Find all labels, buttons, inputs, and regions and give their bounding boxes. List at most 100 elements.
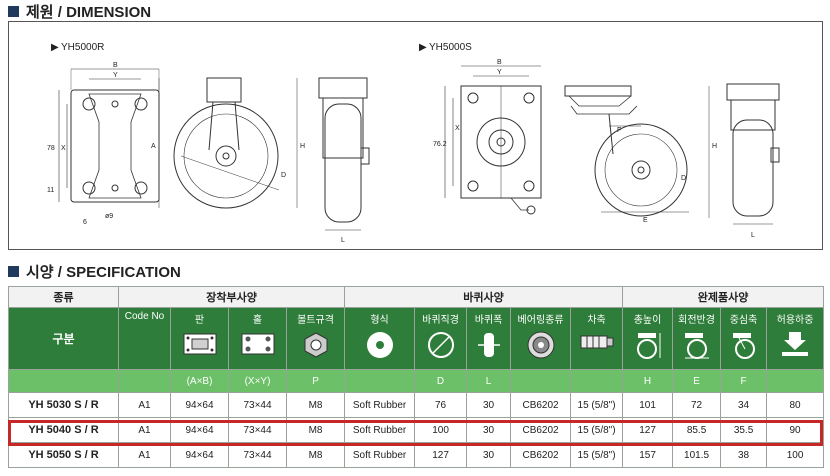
dim-label-a-left: A [151, 143, 156, 150]
symbol-empty-3 [344, 369, 416, 393]
cell-model: YH 5040 S / R [8, 417, 119, 443]
left-model-label: YH5000R [61, 42, 104, 53]
left-plate-view [58, 68, 160, 203]
header-wheel-dia-label: 바퀴직경 [422, 315, 459, 326]
dim-label-d-right: D [681, 175, 686, 182]
header-form: 형식 [344, 307, 416, 370]
right-wheel-front-view [726, 83, 780, 225]
header-plate-label: 판 [194, 315, 205, 326]
left-model-marker: ▶ [51, 42, 59, 53]
dimension-drawings: ▶ YH5000R ▶ YH5000S B Y 78 X 11 6 [47, 42, 780, 244]
header-code-no: Code No [118, 307, 171, 370]
cell-axle: 15 (5/8") [570, 417, 624, 443]
dimension-section-title: 제원 / DIMENSION [8, 1, 151, 22]
header-turn-radius-label: 회전반경 [678, 315, 715, 326]
dim-label-y-left: Y [113, 72, 118, 79]
dim-label-l-right: L [751, 232, 755, 239]
cell-plate: 94×64 [170, 417, 229, 443]
offset-icon [732, 333, 755, 359]
wheel-form-icon [366, 332, 393, 358]
header-plate: 판 [170, 307, 229, 370]
section-bullet-icon [8, 266, 19, 277]
dim-label-l-left: L [341, 237, 345, 244]
cell-load: 80 [766, 392, 825, 418]
dim-label-h-left: H [300, 143, 305, 150]
specification-table-wrap: 종류 장착부사양 바퀴사양 완제품사양 구분 Code No 판 홀 볼트규격 … [8, 286, 825, 472]
wheel-width-icon [477, 333, 500, 357]
cell-radius: 101.5 [672, 442, 722, 468]
cell-code: A1 [118, 392, 171, 418]
symbol-empty-2 [118, 369, 171, 393]
header-offset-label: 중심축 [729, 315, 758, 326]
dim-label-78: 78 [47, 145, 55, 152]
right-model-label: YH5000S [429, 42, 472, 53]
cell-offset: 35.5 [720, 417, 768, 443]
header-height: 총높이 [622, 307, 674, 370]
wheel-diameter-icon [427, 332, 454, 358]
header-bearing: 베어링종류 [510, 307, 572, 370]
header-load: 허용하중 [766, 307, 825, 370]
dim-label-e-right: E [643, 217, 648, 224]
dim-label-x-left: X [61, 145, 66, 152]
cell-bolt: M8 [285, 417, 346, 443]
cell-model: YH 5030 S / R [8, 392, 119, 418]
group-product: 완제품사양 [622, 286, 825, 308]
table-row: YH 5030 S / R A1 94×64 73×44 M8 Soft Rub… [8, 392, 825, 418]
right-model-marker: ▶ [419, 42, 427, 53]
symbol-turn-radius: E [672, 369, 722, 393]
symbol-plate: (A×B) [170, 369, 229, 393]
symbol-wheel-dia: D [414, 369, 468, 393]
dim-label-76: 76.2 [433, 141, 447, 148]
table-row: YH 5050 S / R A1 94×64 73×44 M8 Soft Rub… [8, 442, 825, 468]
cell-hole: 73×44 [228, 417, 287, 443]
dim-label-d-left: D [281, 172, 286, 179]
header-form-label: 형식 [370, 315, 389, 326]
cell-height: 101 [622, 392, 674, 418]
cell-bearing: CB6202 [510, 417, 572, 443]
header-height-label: 총높이 [633, 315, 662, 326]
symbol-hole: (X×Y) [228, 369, 287, 393]
symbol-wheel-width: L [466, 369, 512, 393]
specification-table: 종류 장착부사양 바퀴사양 완제품사양 구분 Code No 판 홀 볼트규격 … [8, 286, 825, 468]
cell-radius: 72 [672, 392, 722, 418]
cell-width: 30 [466, 417, 512, 443]
cell-load: 100 [766, 442, 825, 468]
dim-label-f-right: F [617, 127, 621, 134]
dim-label-h-right: H [712, 143, 717, 150]
cell-bolt: M8 [285, 442, 346, 468]
cell-offset: 38 [720, 442, 768, 468]
header-wheel-width-label: 바퀴폭 [474, 315, 503, 326]
cell-code: A1 [118, 417, 171, 443]
header-bearing-label: 베어링종류 [517, 315, 564, 326]
dim-label-b-left: B [113, 62, 118, 69]
load-icon [782, 332, 809, 356]
header-offset: 중심축 [720, 307, 768, 370]
cell-hole: 73×44 [228, 442, 287, 468]
cell-form: Soft Rubber [344, 392, 416, 418]
header-hole-label: 홀 [252, 315, 263, 326]
group-mount: 장착부사양 [117, 286, 346, 308]
dim-label-11: 11 [47, 187, 54, 194]
left-wheel-front-view [318, 77, 370, 231]
symbol-empty-4 [510, 369, 572, 393]
symbol-empty-6 [766, 369, 825, 393]
cell-axle: 15 (5/8") [570, 442, 624, 468]
cell-model: YH 5050 S / R [8, 442, 119, 468]
symbol-empty-1 [8, 369, 119, 393]
cell-dia: 100 [414, 417, 468, 443]
cell-load: 90 [766, 417, 825, 443]
cell-width: 30 [466, 442, 512, 468]
header-bolt: 볼트규격 [285, 307, 346, 370]
plate-icon [183, 333, 216, 355]
symbol-empty-5 [570, 369, 624, 393]
right-wheel-side-view [564, 85, 710, 218]
turn-radius-icon [684, 333, 709, 359]
dimension-drawing-panel: ▶ YH5000R ▶ YH5000S B Y 78 X 11 6 [8, 21, 823, 250]
group-wheel: 바퀴사양 [344, 286, 624, 308]
cell-height: 127 [622, 417, 674, 443]
header-gubun: 구분 [8, 307, 119, 370]
bolt-nut-icon [304, 332, 328, 358]
cell-plate: 94×64 [170, 442, 229, 468]
header-wheel-dia: 바퀴직경 [414, 307, 468, 370]
header-bolt-label: 볼트규격 [297, 315, 334, 326]
